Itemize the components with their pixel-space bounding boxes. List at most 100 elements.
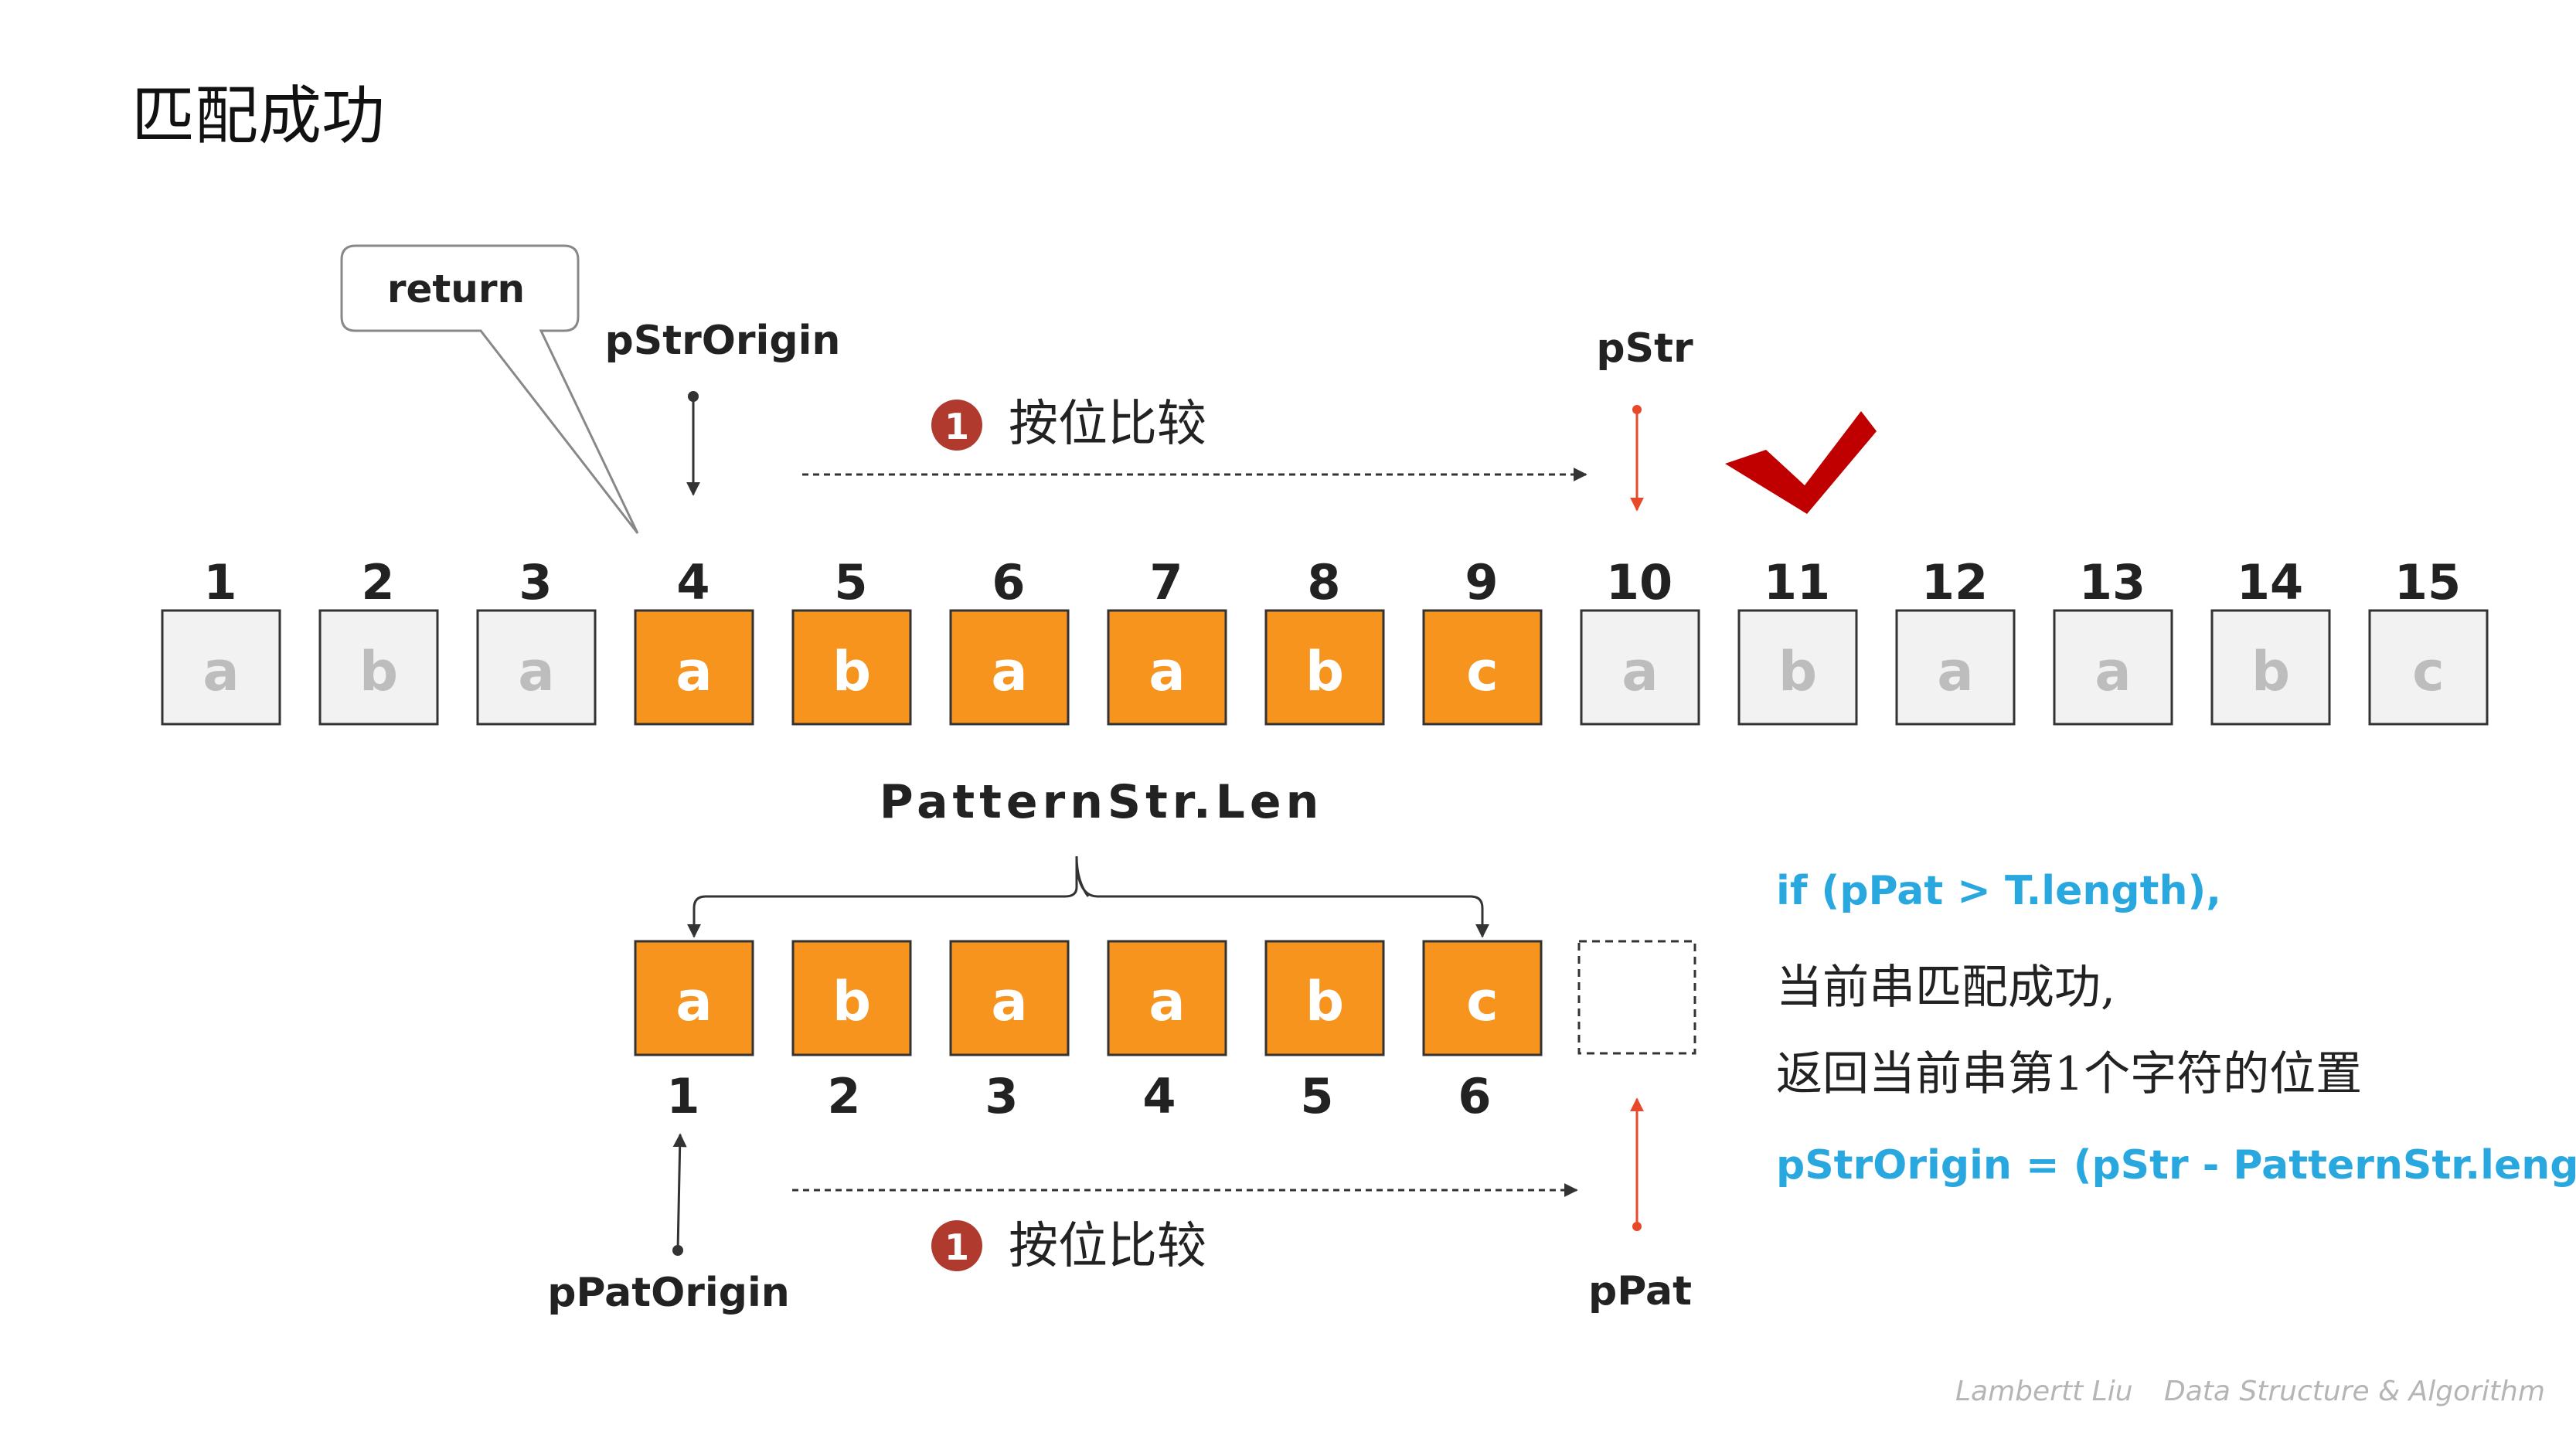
return-callout: return bbox=[340, 244, 639, 534]
main-cell: 14 b bbox=[2210, 554, 2331, 726]
pattern-char: b bbox=[1305, 970, 1344, 1033]
note-condition: if (pPat > T.length), bbox=[1776, 868, 2221, 914]
pattern-cell-box bbox=[1107, 940, 1227, 1056]
main-cell: 15 c bbox=[2368, 554, 2489, 726]
pstrorigin-pointer: pStrOrigin bbox=[605, 318, 841, 496]
pattern-cell: a4 bbox=[1107, 940, 1227, 1124]
main-cell: 3a bbox=[476, 554, 597, 726]
main-index: 9 bbox=[1465, 554, 1498, 611]
main-cell: 8b bbox=[1264, 554, 1385, 726]
pattern-cell-box bbox=[1422, 940, 1543, 1056]
main-cell: 9c bbox=[1422, 554, 1543, 726]
main-char: c bbox=[2412, 640, 2445, 703]
main-cell-box bbox=[949, 609, 1070, 726]
main-char: a bbox=[1621, 640, 1658, 703]
main-cell-box bbox=[476, 609, 597, 726]
top-compare: 1 按位比较 bbox=[802, 396, 1587, 481]
main-cell: 10a bbox=[1580, 554, 1700, 726]
main-cell-box bbox=[1107, 609, 1227, 726]
main-char: a bbox=[1937, 640, 1973, 703]
main-index: 15 bbox=[2394, 554, 2461, 611]
pattern-char: a bbox=[991, 970, 1027, 1033]
main-char: a bbox=[518, 640, 554, 703]
main-index: 1 bbox=[203, 554, 237, 611]
main-char: b bbox=[1305, 640, 1344, 703]
main-cell-box bbox=[161, 609, 281, 726]
callout-bubble bbox=[340, 244, 639, 534]
check-icon bbox=[1725, 411, 1877, 514]
footer-subject: Data Structure & Algorithm bbox=[2164, 1376, 2545, 1407]
pattern-index: 5 bbox=[1300, 1068, 1333, 1124]
main-cell: 7a bbox=[1107, 554, 1227, 726]
main-cell: 13 a bbox=[2053, 554, 2173, 726]
pattern-char: c bbox=[1466, 970, 1499, 1033]
pattern-cell: b2 bbox=[791, 940, 912, 1124]
note-formula: pStrOrigin = (pStr - PatternStr.length) bbox=[1776, 1142, 2576, 1189]
main-char: b bbox=[1778, 640, 1817, 703]
pattern-length-brace: PatternStr.Len bbox=[687, 775, 1489, 938]
ppat-pointer: pPat bbox=[1588, 1097, 1692, 1315]
top-step-badge bbox=[931, 400, 982, 451]
bottom-compare: 1 按位比较 bbox=[792, 1183, 1578, 1275]
pattern-end-slot bbox=[1577, 940, 1696, 1055]
main-cell: 6a bbox=[949, 554, 1070, 726]
main-index: 4 bbox=[676, 554, 710, 611]
main-index: 13 bbox=[2079, 554, 2146, 611]
top-step-number: 1 bbox=[944, 406, 969, 447]
main-cell-box bbox=[1737, 609, 1858, 726]
ppat-label: pPat bbox=[1588, 1268, 1692, 1315]
main-cell-box bbox=[1422, 609, 1543, 726]
pattern-cell: c6 bbox=[1422, 940, 1543, 1124]
main-char: a bbox=[1148, 640, 1185, 703]
main-char: b bbox=[2251, 640, 2290, 703]
ppatorigin-pointer: pPatOrigin bbox=[547, 1133, 790, 1316]
main-char: a bbox=[2094, 640, 2131, 703]
bottom-compare-text: 按位比较 bbox=[1009, 1218, 1206, 1275]
main-index: 2 bbox=[361, 554, 394, 611]
brace-path bbox=[692, 855, 1484, 935]
main-index: 8 bbox=[1307, 554, 1340, 611]
pattern-index: 6 bbox=[1458, 1068, 1491, 1124]
main-char: c bbox=[1466, 640, 1499, 703]
main-index: 5 bbox=[834, 554, 867, 611]
main-index: 6 bbox=[992, 554, 1025, 611]
main-cell-box bbox=[318, 609, 439, 726]
pattern-index: 4 bbox=[1142, 1068, 1176, 1124]
pstr-pointer: pStr bbox=[1596, 325, 1693, 512]
main-index: 11 bbox=[1764, 554, 1830, 611]
main-cell-box bbox=[1264, 609, 1385, 726]
main-index: 14 bbox=[2237, 554, 2303, 611]
note-line-2: 返回当前串第1个字符的位置 bbox=[1776, 1047, 2362, 1101]
pattern-cell-box bbox=[949, 940, 1070, 1056]
main-char: b bbox=[832, 640, 871, 703]
main-char: a bbox=[675, 640, 712, 703]
main-cell-box bbox=[1895, 609, 2016, 726]
main-cell-box bbox=[2210, 609, 2331, 726]
main-cell: 5b bbox=[791, 554, 912, 726]
main-char: a bbox=[991, 640, 1027, 703]
footer-author: Lambertt Liu bbox=[1955, 1376, 2133, 1407]
main-cell: 11 b bbox=[1737, 554, 1858, 726]
main-cell: 12a bbox=[1895, 554, 2016, 726]
main-index: 3 bbox=[519, 554, 552, 611]
pattern-index: 3 bbox=[985, 1068, 1018, 1124]
main-cell: 2b bbox=[318, 554, 439, 726]
pattern-char: a bbox=[1148, 970, 1185, 1033]
main-cell-box bbox=[2368, 609, 2489, 726]
ppatorigin-dot bbox=[672, 1245, 683, 1256]
page-title: 匹配成功 bbox=[131, 80, 385, 153]
main-cell-box bbox=[634, 609, 754, 726]
notes-panel: if (pPat > T.length), 当前串匹配成功, 返回当前串第1个字… bbox=[1776, 868, 2576, 1189]
ppatorigin-label: pPatOrigin bbox=[547, 1270, 790, 1316]
pattern-length-label: PatternStr.Len bbox=[880, 775, 1324, 829]
pattern-index: 2 bbox=[827, 1068, 860, 1124]
pattern-char: b bbox=[832, 970, 871, 1033]
pattern-cell-box bbox=[1264, 940, 1385, 1056]
pstrorigin-label: pStrOrigin bbox=[605, 318, 841, 364]
ppatorigin-arrow bbox=[672, 1133, 687, 1251]
pattern-char: a bbox=[675, 970, 712, 1033]
